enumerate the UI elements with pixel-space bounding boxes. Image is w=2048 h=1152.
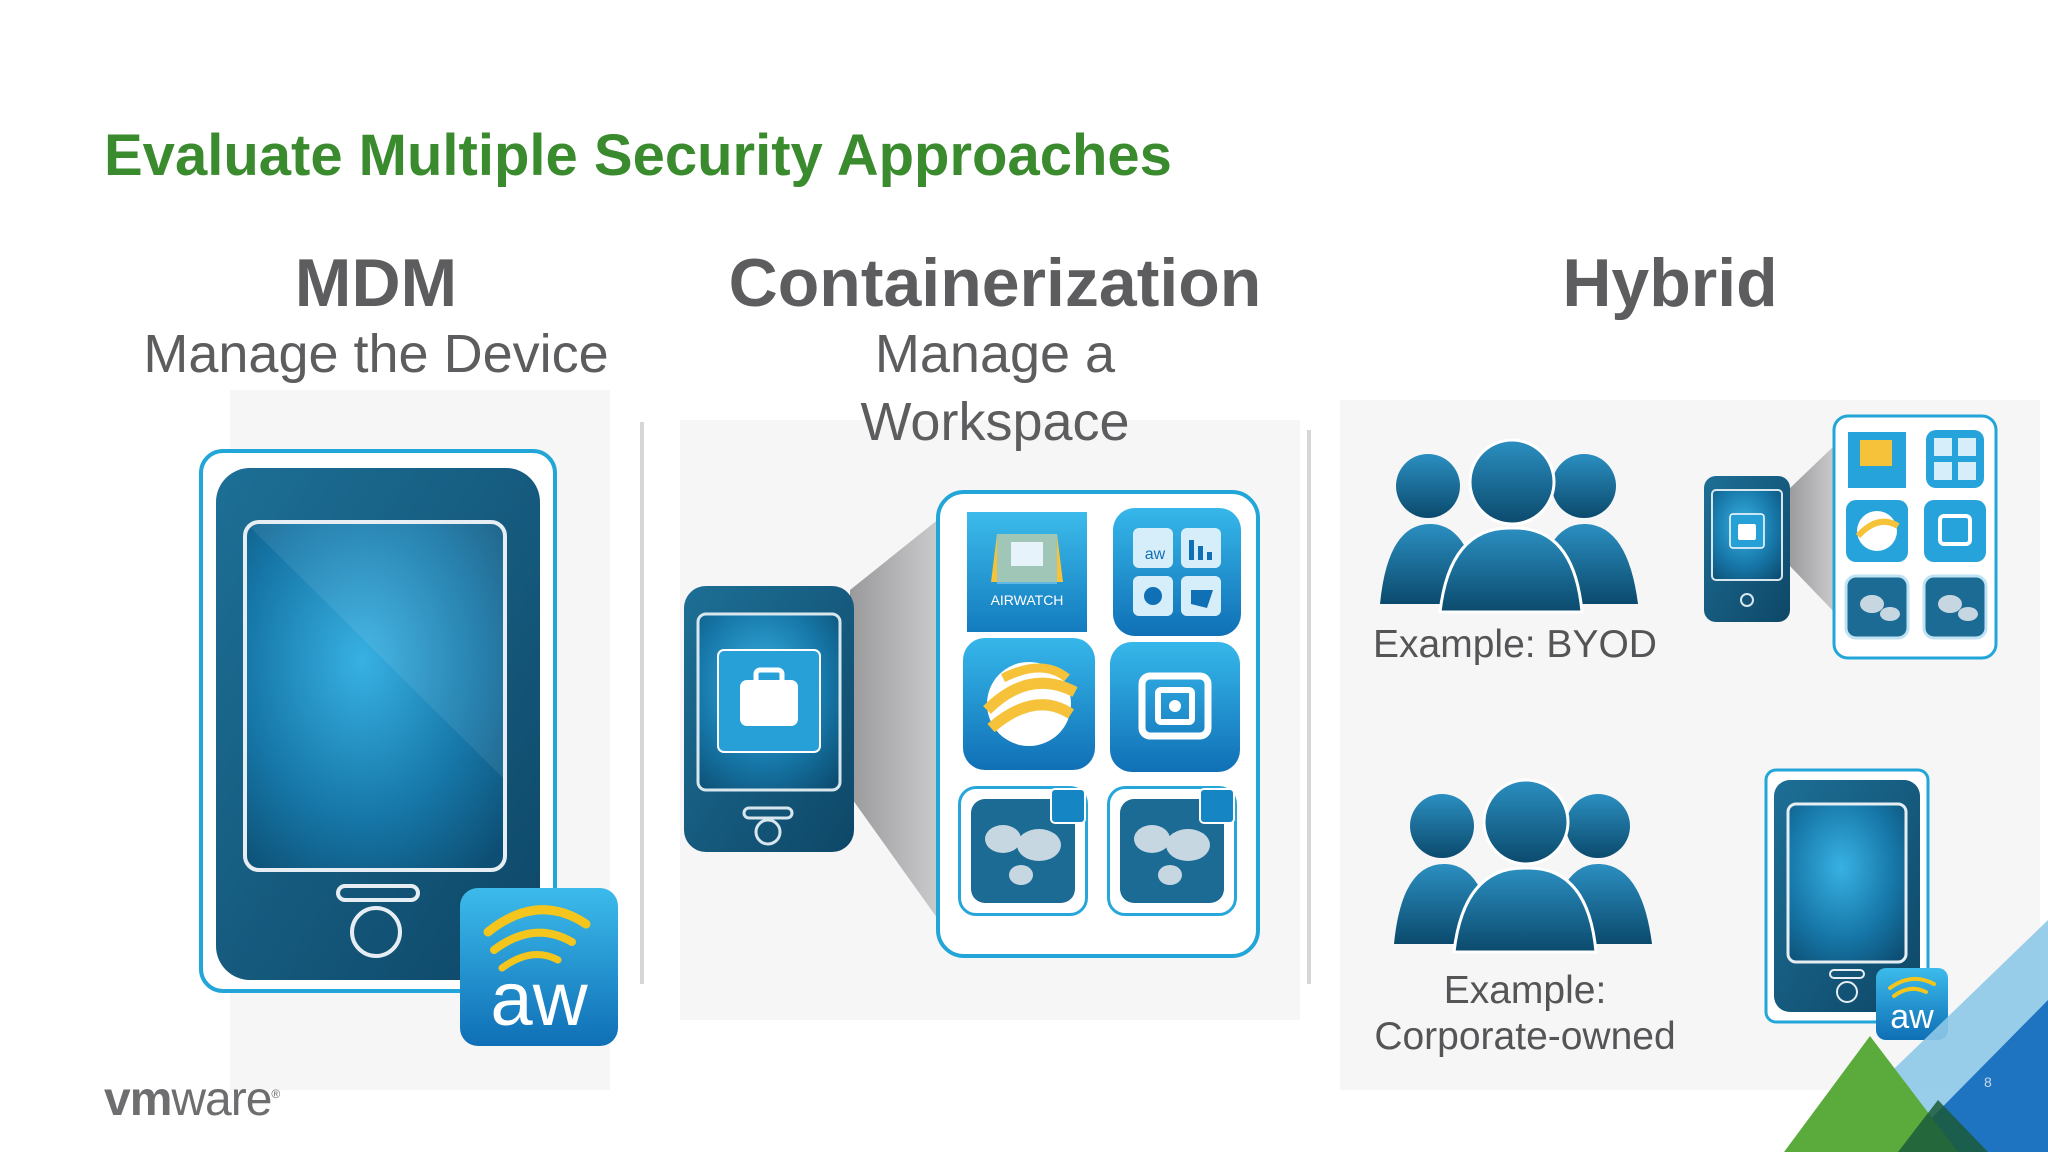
slide-title: Evaluate Multiple Security Approaches bbox=[104, 123, 1172, 188]
column-divider-left bbox=[640, 422, 644, 984]
grid-tools-icon bbox=[1133, 528, 1221, 616]
mdm-heading: MDM bbox=[294, 245, 458, 321]
hybrid-container-illustration bbox=[1704, 414, 1998, 660]
app-tile-map-2 bbox=[1107, 786, 1237, 916]
containerization-heading: Containerization bbox=[728, 245, 1262, 321]
safe-icon bbox=[1138, 672, 1212, 740]
airwatch-badge-large: aw bbox=[460, 888, 618, 1046]
aw-small-label: aw bbox=[1144, 546, 1166, 563]
airwatch-box-icon bbox=[991, 534, 1063, 584]
column-divider-right bbox=[1307, 430, 1311, 984]
world-map-icon bbox=[1120, 788, 1235, 903]
globe-icon bbox=[983, 662, 1078, 746]
logo-bold-part: vm bbox=[104, 1073, 172, 1126]
mdm-tablet-illustration bbox=[199, 449, 557, 993]
app-tile-vault bbox=[1110, 642, 1240, 772]
airwatch-label: AIRWATCH bbox=[990, 592, 1064, 608]
containerization-subheading-line2: Workspace bbox=[860, 392, 1130, 452]
world-map-icon bbox=[971, 788, 1086, 903]
logo-registered-mark: ® bbox=[271, 1087, 280, 1101]
logo-regular-part: ware bbox=[171, 1073, 272, 1126]
vmware-logo: vmware® bbox=[104, 1072, 280, 1127]
hybrid-heading: Hybrid bbox=[1562, 245, 1778, 321]
airwatch-badge-small: aw bbox=[1876, 968, 1948, 1040]
byod-example-label: Example: BYOD bbox=[1373, 623, 1657, 666]
mdm-subheading: Manage the Device bbox=[143, 324, 609, 384]
corporate-example-label-line1: Example: bbox=[1443, 969, 1607, 1012]
app-tile-map-1 bbox=[958, 786, 1088, 916]
aw-badge-small-text: aw bbox=[1890, 998, 1934, 1036]
corporate-example-label-line2: Corporate-owned bbox=[1374, 1015, 1676, 1058]
app-tile-airwatch-container: AIRWATCH bbox=[967, 512, 1087, 632]
wifi-arcs-icon bbox=[1888, 976, 1936, 998]
people-group-icon-corporate bbox=[1394, 778, 1652, 954]
people-group-icon-byod bbox=[1380, 438, 1638, 614]
hybrid-tablet-illustration bbox=[1764, 768, 1930, 1024]
corner-triangles-decoration bbox=[1784, 920, 2048, 1152]
containerization-subheading-line1: Manage a bbox=[874, 324, 1116, 384]
aw-badge-text: aw bbox=[490, 957, 588, 1042]
app-tile-globe bbox=[963, 638, 1095, 770]
page-number: 8 bbox=[1984, 1074, 1992, 1090]
wifi-arcs-icon bbox=[483, 905, 591, 972]
app-tile-tools: aw bbox=[1113, 508, 1241, 636]
